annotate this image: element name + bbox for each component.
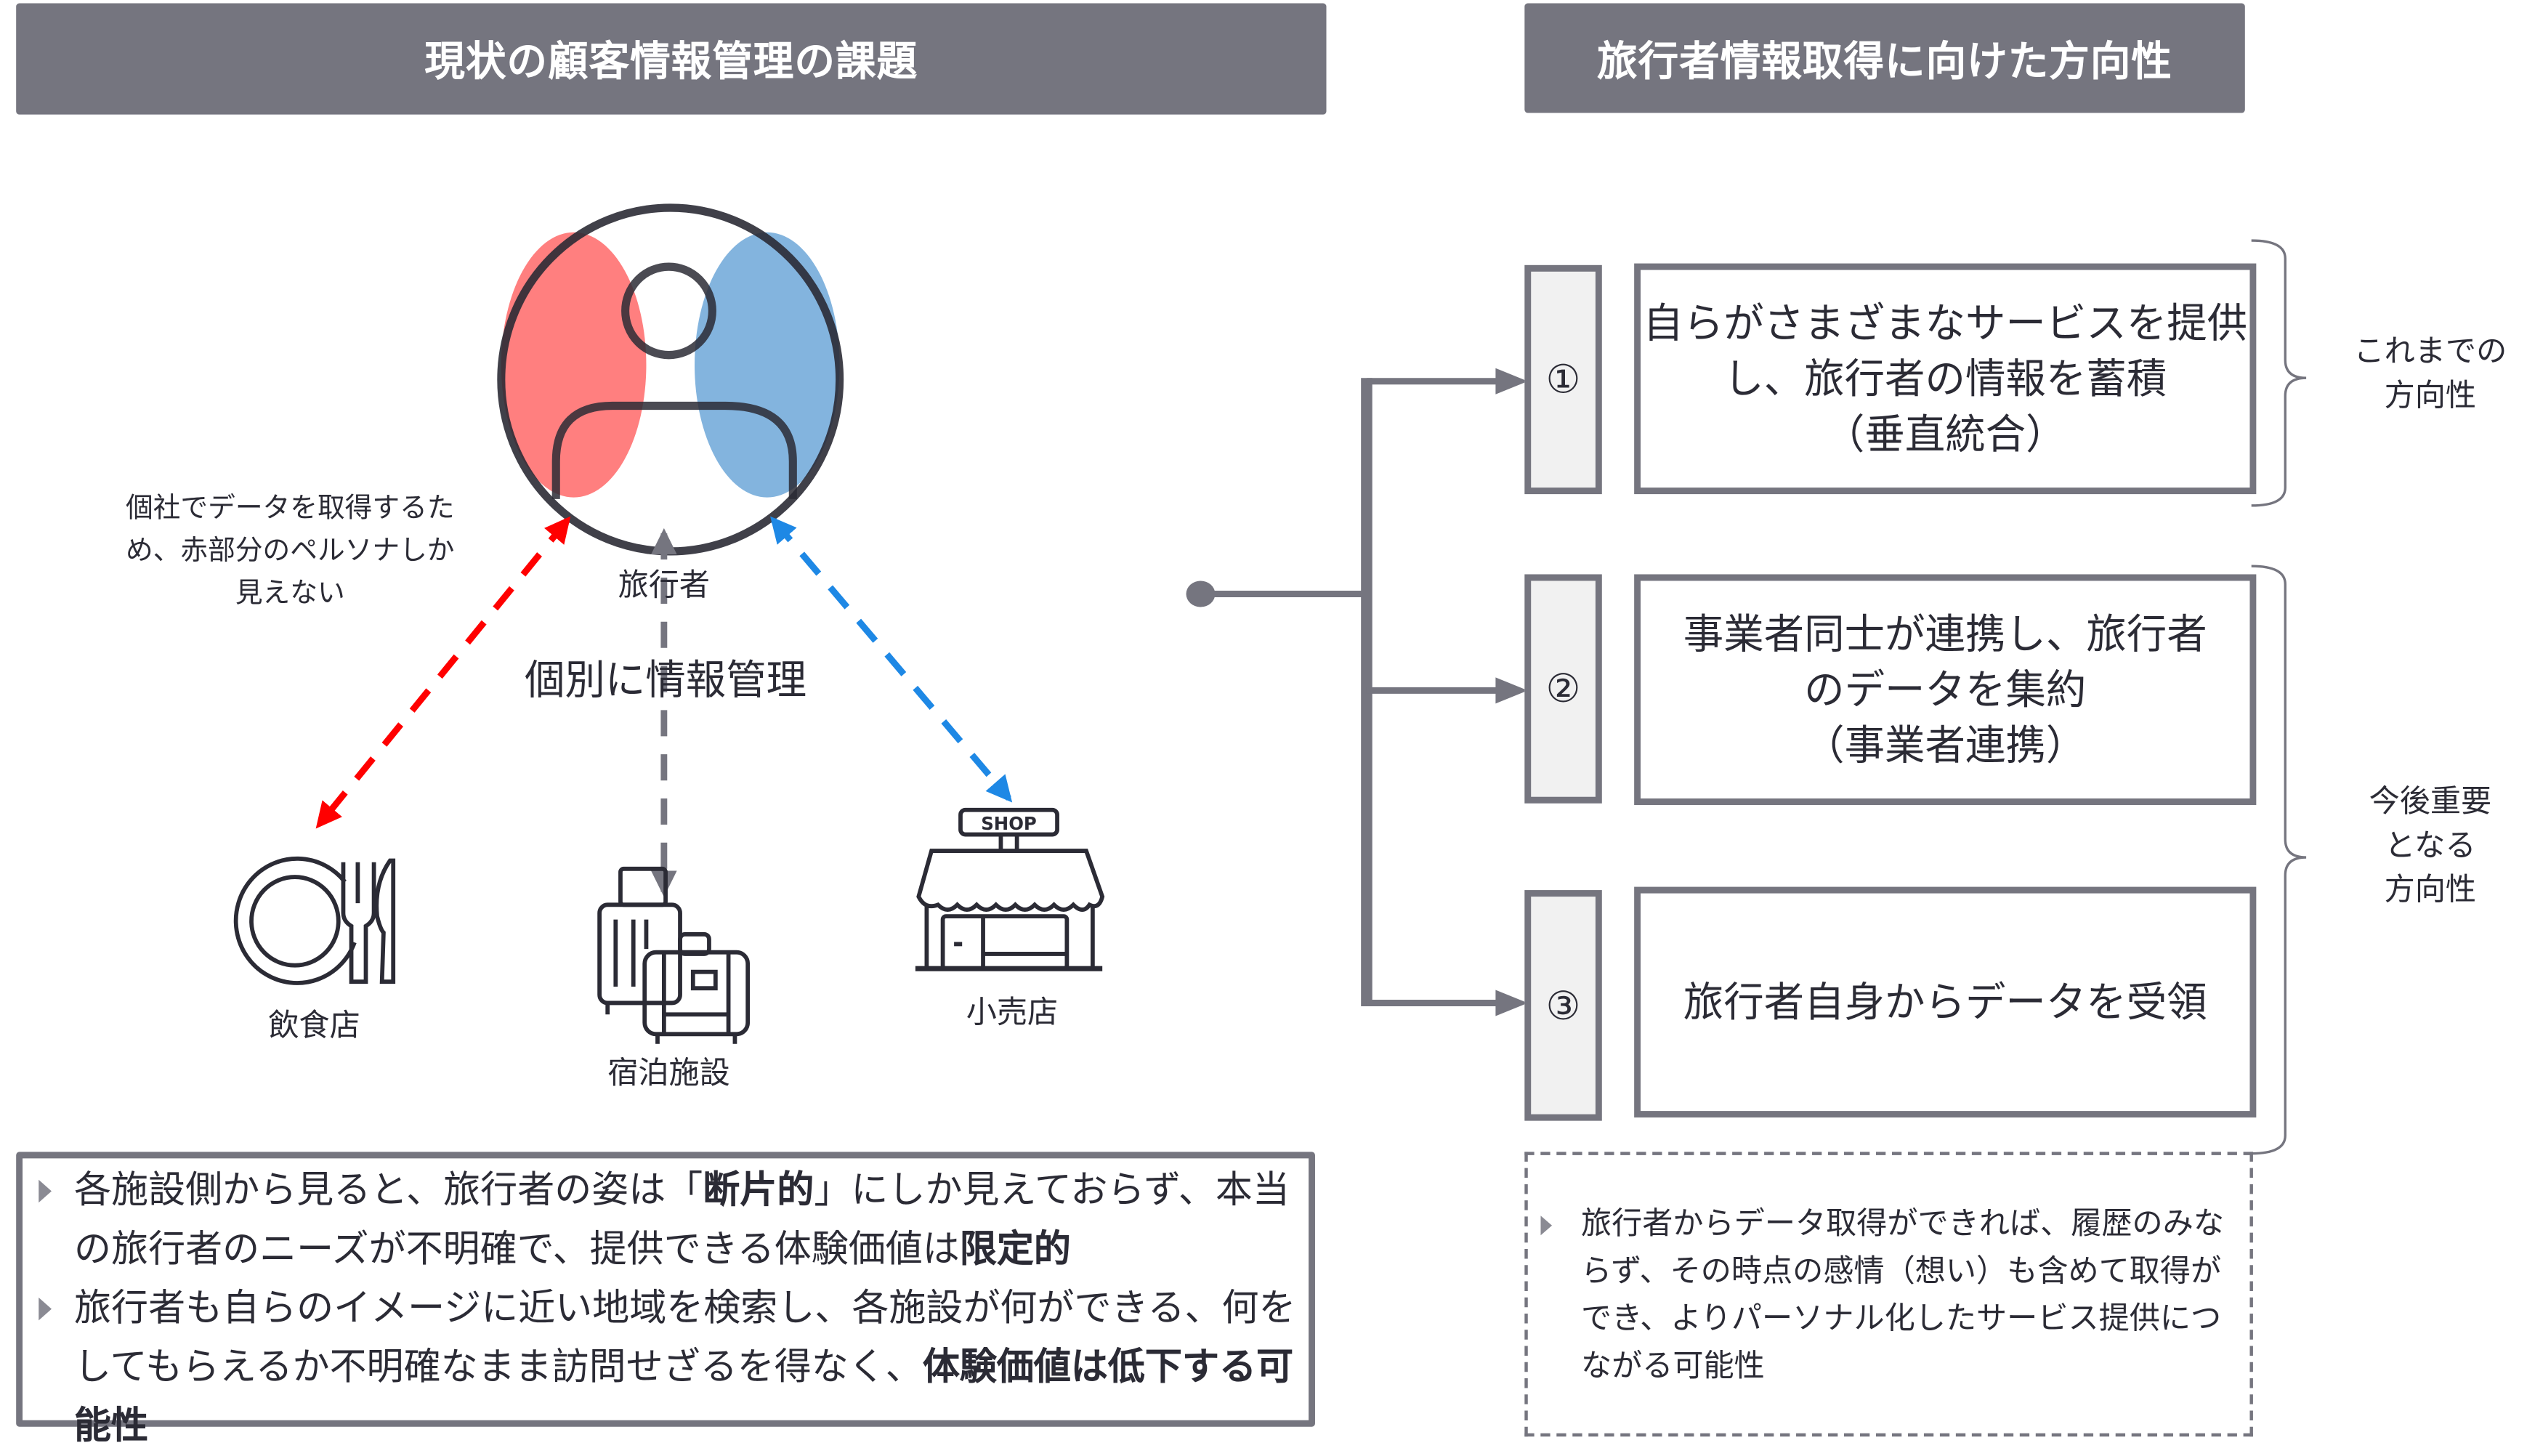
facility-label-restaurant: 飲食店 (268, 1008, 360, 1044)
direction-text-line: （事業者連携） (1804, 721, 2087, 769)
bullet-triangle-icon (39, 1297, 52, 1321)
direction-text-line: 旅行者自身からデータを受領 (1683, 977, 2207, 1025)
bracket-group (2251, 239, 2307, 1155)
annotation-line: め、赤部分のペルソナしか (126, 535, 455, 568)
benefit-note-box: 旅行者からデータ取得ができれば、履歴のみならず、その時点の感情（想い）も含めて取… (1524, 1152, 2253, 1437)
shop-sign-text: SHOP (981, 813, 1037, 835)
persona-head (621, 262, 716, 360)
luggage-icon (597, 866, 751, 1044)
traveler-persona-icon (497, 203, 844, 556)
annotation-line: 見えない (235, 577, 345, 610)
arrow-head-icon (1495, 368, 1528, 395)
bracket-past (2251, 239, 2307, 507)
shop-sign (958, 807, 1059, 837)
direction-text-line: （垂直統合） (1824, 410, 2066, 458)
bracket-future (2251, 565, 2307, 1155)
note-item: 旅行者からデータ取得ができれば、履歴のみならず、その時点の感情（想い）も含めて取… (1540, 1201, 2234, 1391)
persona-body (551, 401, 797, 499)
blue-visible-region (695, 232, 840, 498)
direction-box-1: 自らがさまざまなサービスを提供 し、旅行者の情報を蓄積 （垂直統合） (1634, 263, 2257, 495)
bullet-triangle-icon (39, 1179, 52, 1203)
arrow-head-icon (1495, 677, 1528, 704)
direction-text-line: 自らがさまざまなサービスを提供 (1643, 298, 2248, 347)
shop-icon (915, 807, 1105, 971)
red-visible-region (501, 232, 647, 498)
traveler-label: 旅行者 (618, 567, 711, 604)
bullet-triangle-icon (1540, 1216, 1553, 1236)
bracket-label-past: これまでの 方向性 (2353, 333, 2507, 414)
issue-text: 旅行者も自らのイメージに近い地域を検索し、各施設が何ができる、何をしてもらえるか… (74, 1287, 1296, 1449)
issue-item: 各施設側から見ると、旅行者の姿は「断片的」にしか見えておらず、本当の旅行者のニー… (39, 1162, 1299, 1279)
blue-dashed-arrow (770, 516, 1013, 803)
bracket-label-future: 今後重要 となる 方向性 (2369, 783, 2492, 908)
note-text: 旅行者からデータ取得ができれば、履歴のみならず、その時点の感情（想い）も含めて取… (1580, 1205, 2225, 1385)
arrow-head-icon (1495, 990, 1528, 1016)
plate-cutlery-icon (233, 856, 396, 985)
direction-number-3: ③ (1524, 890, 1602, 1121)
facility-label-retail: 小売店 (966, 995, 1059, 1031)
branch-connector (1186, 368, 1528, 1016)
left-section-header: 現状の顧客情報管理の課題 (16, 3, 1327, 115)
persona-diagram (233, 203, 1105, 1044)
issue-item: 旅行者も自らのイメージに近い地域を検索し、各施設が何ができる、何をしてもらえるか… (39, 1279, 1299, 1456)
direction-number-2: ② (1524, 574, 1602, 804)
direction-box-2: 事業者同士が連携し、旅行者 のデータを集約 （事業者連携） (1634, 574, 2257, 805)
direction-text-line: し、旅行者の情報を蓄積 (1723, 354, 2167, 402)
direction-text-line: のデータを集約 (1804, 665, 2087, 713)
facility-label-lodging: 宿泊施設 (607, 1055, 730, 1092)
issues-box: 各施設側から見ると、旅行者の姿は「断片的」にしか見えておらず、本当の旅行者のニー… (16, 1152, 1315, 1448)
direction-text-line: 事業者同士が連携し、旅行者 (1683, 609, 2207, 658)
annotation-line: 個社でデータを取得するた (126, 492, 455, 525)
individual-management-label: 個別に情報管理 (524, 656, 807, 704)
issue-text: 各施設側から見ると、旅行者の姿は「断片的」にしか見えておらず、本当の旅行者のニー… (74, 1170, 1290, 1271)
direction-box-3: 旅行者自身からデータを受領 (1634, 886, 2257, 1118)
direction-number-1: ① (1524, 264, 1602, 495)
annotation-text: 個社でデータを取得するた め、赤部分のペルソナしか 見えない (89, 488, 492, 615)
red-dashed-arrow (315, 516, 571, 829)
right-section-header: 旅行者情報取得に向けた方向性 (1524, 3, 2245, 113)
